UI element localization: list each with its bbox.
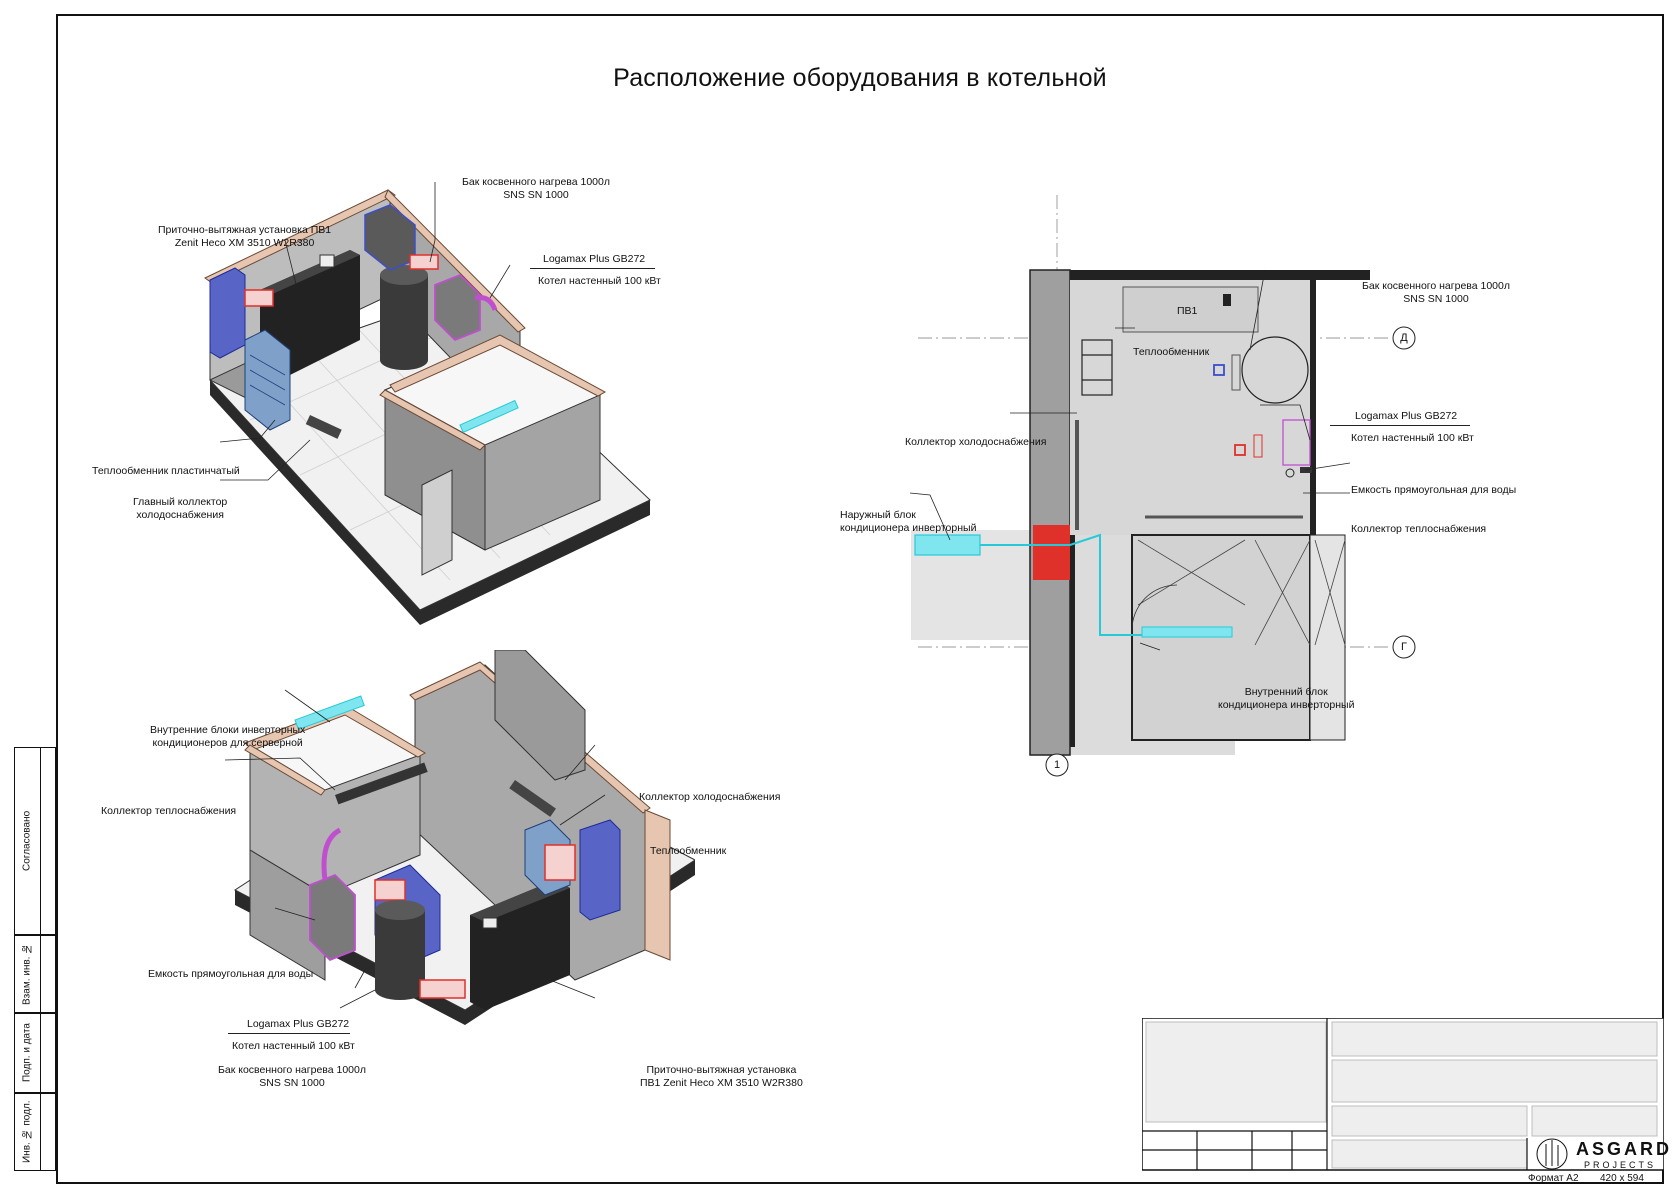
side-label-agreed: Согласовано	[21, 810, 33, 872]
plan-label-water-tank: Емкость прямоугольная для воды	[1351, 484, 1517, 496]
plan-axis-1-number: 1	[1053, 759, 1061, 771]
label-top-boiler-model: Logamax Plus GB272	[543, 253, 646, 265]
plan-left-wall	[1029, 269, 1071, 756]
plan-tank-circle	[1241, 336, 1309, 404]
plan-heat-exchanger-symbol	[1081, 339, 1113, 396]
plan-red-square	[1234, 444, 1246, 456]
stamp-format: Формат А2	[1528, 1173, 1579, 1184]
plan-axis-g-bubble	[1392, 635, 1416, 659]
logo-asgard-text: ASGARD	[1576, 1139, 1673, 1159]
page-title: Расположение оборудования в котельной	[613, 64, 1107, 92]
label-bottom-boiler-underline	[228, 1033, 350, 1034]
iso-bottom-boiler	[309, 873, 356, 962]
plan-red-block	[1033, 525, 1070, 580]
side-cell-podp	[14, 1013, 56, 1093]
label-top-main-collector: Главный коллектор холодоснабжения	[133, 496, 228, 521]
plan-right-wall	[1310, 280, 1316, 535]
plan-axis-1-bubble	[1045, 753, 1069, 777]
side-label-vzam: Взам. инв. №	[21, 942, 33, 1006]
iso-top-tank	[380, 275, 428, 360]
label-top-ahu: Приточно-вытяжная установка ПВ1 Zenit He…	[158, 224, 332, 249]
label-bottom-ahu: Приточно-вытяжная установка ПВ1 Zenit He…	[640, 1064, 803, 1089]
iso-bottom-tank	[375, 910, 425, 990]
plan-label-pv1: ПВ1	[1177, 305, 1198, 317]
side-cell-vzam	[14, 935, 56, 1013]
label-bottom-cold-collector: Коллектор холодоснабжения	[639, 791, 781, 803]
plan-label-heat-collector: Коллектор теплоснабжения	[1351, 523, 1487, 535]
plan-label-cold-collector: Коллектор холодоснабжения	[905, 436, 1047, 448]
label-bottom-indoor-units: Внутренние блоки инверторных кондиционер…	[150, 724, 306, 749]
plan-boiler-magenta	[1282, 419, 1311, 466]
plan-label-boiler-model: Logamax Plus GB272	[1355, 410, 1458, 422]
label-bottom-boiler-model: Logamax Plus GB272	[247, 1018, 350, 1030]
iso-top-door	[421, 469, 453, 576]
plan-label-tank: Бак косвенного нагрева 1000л SNS SN 1000	[1362, 280, 1510, 305]
iso-top-blue-unit	[209, 267, 246, 359]
plan-label-boiler-underline	[1330, 425, 1470, 426]
side-label-inv: Инв. № подл.	[21, 1100, 33, 1164]
stamp-size: 420 x 594	[1600, 1173, 1644, 1184]
plan-label-heat-exchanger: Теплообменник	[1133, 346, 1210, 358]
iso-top-cyan-unit	[459, 399, 519, 433]
side-divider	[40, 747, 41, 1171]
iso-bottom-side-wall	[644, 809, 671, 961]
logo-projects-text: PROJECTS	[1584, 1160, 1657, 1170]
plan-label-outdoor-unit: Наружный блок кондиционера инверторный	[840, 509, 977, 534]
label-bottom-heat-exchanger: Теплообменник	[650, 845, 727, 857]
label-bottom-heat-collector: Коллектор теплоснабжения	[101, 805, 237, 817]
label-top-boiler-desc: Котел настенный 100 кВт	[538, 275, 661, 287]
iso-bottom-cyan-units	[294, 695, 365, 731]
label-bottom-water-tank: Емкость прямоугольная для воды	[148, 968, 314, 980]
asgard-logo-icon	[1536, 1138, 1568, 1170]
plan-label-boiler-desc: Котел настенный 100 кВт	[1351, 432, 1474, 444]
plan-top-wall	[1070, 270, 1370, 280]
label-top-boiler-underline	[530, 268, 655, 269]
iso-view-top	[204, 182, 651, 625]
plan-axis-d-bubble	[1392, 326, 1416, 350]
plan-outdoor-unit	[914, 534, 981, 556]
plan-view	[910, 195, 1416, 777]
iso-top-red-fan	[244, 289, 274, 307]
label-top-plate-hx: Теплообменник пластинчатый	[92, 465, 240, 477]
plan-blue-square	[1213, 364, 1225, 376]
iso-top-boiler	[434, 273, 481, 342]
side-cell-inv	[14, 1093, 56, 1171]
iso-view-bottom	[225, 650, 695, 1025]
iso-top-base	[210, 380, 650, 625]
plan-axis-d-letter: Д	[1400, 332, 1408, 344]
side-approval-strip: Согласовано Взам. инв. № Подп. и дата Ин…	[14, 747, 56, 1171]
side-label-podp: Подп. и дата	[21, 1023, 33, 1083]
plan-axis-g-letter: Г	[1401, 641, 1407, 653]
label-top-tank: Бак косвенного нагрева 1000л SNS SN 1000	[462, 176, 610, 201]
side-cell-agreed	[14, 747, 56, 935]
plan-indoor-unit	[1141, 626, 1233, 638]
label-bottom-tank: Бак косвенного нагрева 1000л SNS SN 1000	[218, 1064, 366, 1089]
drawing-sheet-frame	[56, 14, 1664, 1184]
label-bottom-boiler-desc: Котел настенный 100 кВт	[232, 1040, 355, 1052]
plan-pv1-box	[1122, 286, 1259, 333]
title-block-stamp	[1142, 1018, 1664, 1171]
plan-label-indoor-unit: Внутренний блок кондиционера инверторный	[1218, 686, 1355, 711]
